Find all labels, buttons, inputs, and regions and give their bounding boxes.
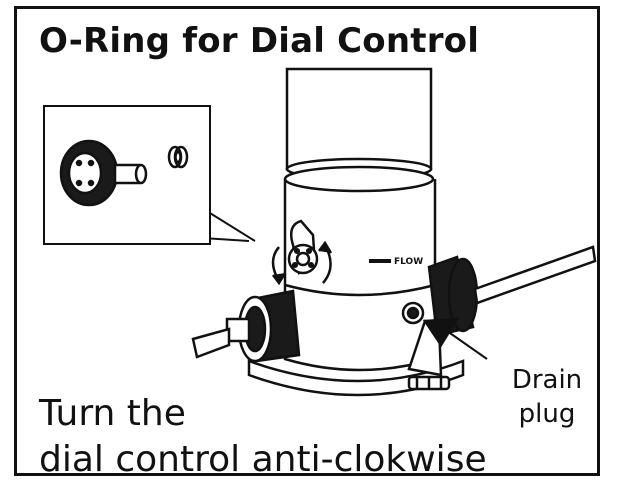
- filter-illustration: FLOW: [186, 67, 597, 397]
- dial-knob-icon: [287, 219, 319, 275]
- drain-plug: [401, 301, 488, 377]
- drain-callout-line2: plug: [518, 399, 576, 429]
- rotate-arrow-icon: [271, 240, 333, 286]
- flow-label: FLOW: [394, 257, 423, 267]
- instruction-line-2: dial control anti-clokwise: [39, 439, 487, 476]
- o-ring-detail-art: [59, 139, 189, 207]
- drain-callout-line1: Drain: [511, 365, 583, 395]
- filter-body: [283, 165, 437, 372]
- instruction-line-1: Turn the: [39, 393, 186, 434]
- diagram-frame: FLOW: [14, 6, 600, 476]
- base-plate: [247, 359, 465, 397]
- left-inlet-fitting: [191, 289, 301, 363]
- dial-knob-detail-icon: [59, 139, 148, 207]
- page-title: O-Ring for Dial Control: [39, 21, 480, 61]
- o-ring-icon: [167, 145, 189, 169]
- drain-plug-callout: Drain plug: [503, 363, 591, 431]
- filter-column: [285, 67, 433, 181]
- o-ring-detail-inset: [43, 105, 211, 245]
- right-outlet-fitting: [427, 245, 597, 337]
- flow-marking: FLOW: [369, 257, 423, 267]
